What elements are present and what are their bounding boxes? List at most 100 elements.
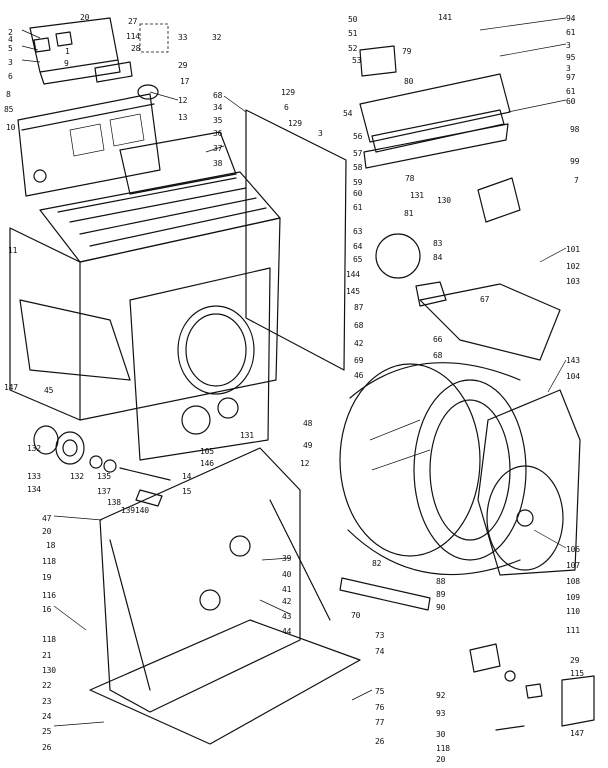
callout-59: 59 xyxy=(353,178,363,187)
callout-46: 46 xyxy=(354,371,364,380)
callout-1: 1 xyxy=(65,47,70,56)
callout-56: 56 xyxy=(353,132,363,141)
cabinet-body xyxy=(9,217,281,461)
callout-141: 141 xyxy=(438,13,452,22)
callout-70: 70 xyxy=(351,611,361,620)
callout-68: 68 xyxy=(354,321,364,330)
callout-83: 83 xyxy=(433,239,443,248)
callout-145: 145 xyxy=(346,287,360,296)
callout-68: 68 xyxy=(433,351,443,360)
callout-23: 23 xyxy=(42,697,52,706)
callout-61: 61 xyxy=(353,203,363,212)
callout-3: 3 xyxy=(566,64,571,73)
callout-21: 21 xyxy=(42,651,52,660)
callout-87: 87 xyxy=(354,303,364,312)
callout-20: 20 xyxy=(80,13,90,22)
callout-78: 78 xyxy=(405,174,415,183)
callout-43: 43 xyxy=(282,612,292,621)
callout-102: 102 xyxy=(566,262,580,271)
callout-101: 101 xyxy=(566,245,580,254)
callout-97: 97 xyxy=(566,73,576,82)
callout-130: 130 xyxy=(42,666,56,675)
callout-118: 118 xyxy=(436,744,450,753)
callout-116: 116 xyxy=(42,591,56,600)
callout-84: 84 xyxy=(433,253,443,262)
callout-58: 58 xyxy=(353,163,363,172)
control-panel-assembly xyxy=(17,17,161,197)
callout-50: 50 xyxy=(348,15,358,24)
callout-118: 118 xyxy=(42,635,56,644)
callout-41: 41 xyxy=(282,585,292,594)
callout-18: 18 xyxy=(46,541,56,550)
callout-17: 17 xyxy=(180,77,190,86)
callout-13: 13 xyxy=(178,113,188,122)
callout-3: 3 xyxy=(318,129,323,138)
callout-118: 118 xyxy=(42,557,56,566)
callout-82: 82 xyxy=(372,559,382,568)
callout-51: 51 xyxy=(348,29,358,38)
callout-140: 140 xyxy=(135,506,149,515)
callout-20: 20 xyxy=(42,527,52,536)
callout-143: 143 xyxy=(566,356,580,365)
callout-66: 66 xyxy=(433,335,443,344)
callout-64: 64 xyxy=(353,242,363,251)
callout-11: 11 xyxy=(8,246,18,255)
callout-44: 44 xyxy=(282,627,292,636)
motor-assembly xyxy=(33,425,171,507)
rear-panel xyxy=(245,109,347,371)
callout-12: 12 xyxy=(300,459,310,468)
callout-75: 75 xyxy=(375,687,385,696)
callout-40: 40 xyxy=(282,570,292,579)
callout-135: 135 xyxy=(97,472,111,481)
callout-60: 60 xyxy=(566,97,576,106)
cabinet-top xyxy=(39,131,281,263)
callout-67: 67 xyxy=(480,295,490,304)
base-frame xyxy=(89,447,361,745)
callout-89: 89 xyxy=(436,590,446,599)
callout-35: 35 xyxy=(213,116,223,125)
callout-111: 111 xyxy=(566,626,580,635)
callout-134: 134 xyxy=(27,485,41,494)
callout-139: 139 xyxy=(121,506,135,515)
callout-8: 8 xyxy=(6,90,11,99)
callout-9: 9 xyxy=(64,59,69,68)
callout-137: 137 xyxy=(97,487,111,496)
callout-132: 132 xyxy=(70,472,84,481)
callout-60: 60 xyxy=(353,189,363,198)
callout-36: 36 xyxy=(213,129,223,138)
front-bulkhead xyxy=(477,389,581,576)
callout-144: 144 xyxy=(346,270,360,279)
drum xyxy=(339,362,527,576)
callout-133: 133 xyxy=(27,472,41,481)
callout-14: 14 xyxy=(182,472,192,481)
callout-129: 129 xyxy=(288,119,302,128)
callout-105: 105 xyxy=(200,447,214,456)
callout-80: 80 xyxy=(404,77,414,86)
callout-16: 16 xyxy=(42,605,52,614)
callout-98: 98 xyxy=(570,125,580,134)
callout-26: 26 xyxy=(375,737,385,746)
callout-48: 48 xyxy=(303,419,313,428)
callout-42: 42 xyxy=(282,597,292,606)
callout-33: 33 xyxy=(178,33,188,42)
callout-73: 73 xyxy=(375,631,385,640)
callout-15: 15 xyxy=(182,487,192,496)
callout-146: 146 xyxy=(200,459,214,468)
callout-7: 7 xyxy=(574,176,579,185)
callout-92: 92 xyxy=(436,691,446,700)
callout-52: 52 xyxy=(348,44,358,53)
callout-4: 4 xyxy=(8,35,13,44)
callout-129: 129 xyxy=(281,88,295,97)
callout-10: 10 xyxy=(6,123,16,132)
callout-20: 20 xyxy=(436,755,446,764)
callout-22: 22 xyxy=(42,681,52,690)
callout-29: 29 xyxy=(570,656,580,665)
callout-26: 26 xyxy=(42,743,52,752)
callout-99: 99 xyxy=(570,157,580,166)
callout-131: 131 xyxy=(410,191,424,200)
callout-3: 3 xyxy=(566,41,571,50)
callout-45: 45 xyxy=(44,386,54,395)
callout-27: 27 xyxy=(128,17,138,26)
